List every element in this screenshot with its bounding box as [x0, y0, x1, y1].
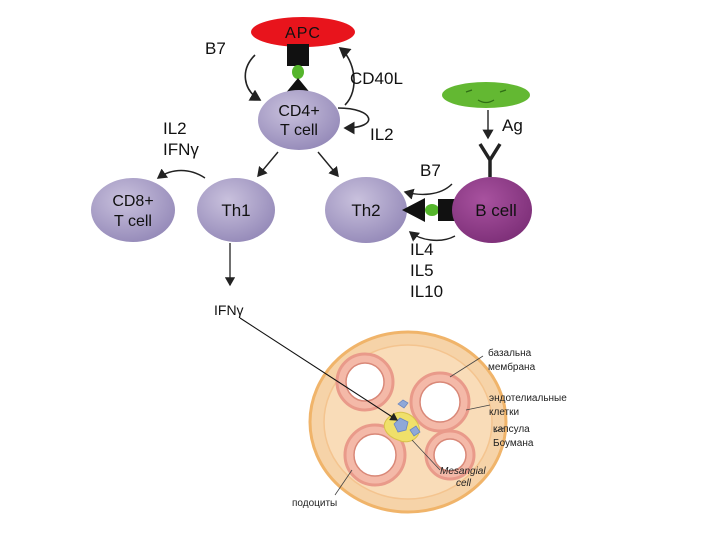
- ifng-left-label: IFNγ: [163, 140, 199, 159]
- cd40l-curve-arrow: [338, 46, 355, 106]
- mesangial-label-line1: Mesangial: [440, 466, 486, 477]
- arrow-cd4-to-th1: [257, 151, 279, 178]
- cd8-t-cell: [91, 178, 175, 242]
- il2-left-label: IL2: [163, 119, 187, 138]
- basement-label-line2: мембрана: [488, 361, 536, 373]
- th2-cell: [325, 177, 407, 243]
- b-cell: [452, 177, 532, 243]
- green-ligand-right: [425, 204, 439, 216]
- bcr-antibody: [478, 143, 502, 177]
- il5-label: IL5: [410, 261, 434, 280]
- th1-cell: [197, 178, 275, 242]
- th1-label: Th1: [221, 201, 250, 220]
- cd4-t-cell: [258, 90, 340, 150]
- b7-top-label: B7: [205, 39, 226, 58]
- apc-label: APC: [285, 25, 321, 42]
- th2-label: Th2: [351, 201, 380, 220]
- capsule-label-line2: Боумана: [493, 438, 534, 449]
- ag-label: Ag: [502, 116, 523, 135]
- ifng-bottom-label: IFNγ: [214, 302, 244, 318]
- capsule-label-line1: капсула: [493, 424, 530, 435]
- b-to-th2-arrow: [408, 231, 456, 242]
- cd40l-label: CD40L: [350, 69, 403, 88]
- cd4-label-line1: CD4+: [278, 103, 319, 120]
- antigen-face: [465, 89, 507, 104]
- podocytes-label: подоциты: [292, 498, 337, 509]
- th2-receptor-cone: [402, 198, 425, 222]
- il2-loop-arrow: [337, 107, 370, 135]
- il4-label: IL4: [410, 240, 434, 259]
- glomerulus-illustration: [303, 330, 566, 514]
- mesangial-label-line2: cell: [456, 478, 472, 489]
- il2-right-label: IL2: [370, 125, 394, 144]
- cd4-label-line2: T cell: [280, 122, 318, 139]
- b7-right-label: B7: [420, 161, 441, 180]
- endo-label-line1: эндотелиальные: [489, 393, 567, 404]
- il10-label: IL10: [410, 282, 443, 301]
- antigen: [442, 82, 530, 108]
- apc-receptor: [287, 44, 309, 66]
- green-ligand-top: [292, 65, 304, 79]
- arrow-cd4-to-th2: [317, 151, 339, 178]
- apc-cell: [251, 17, 355, 47]
- ifng-to-mesangium-arrow: [239, 317, 398, 421]
- basement-label-line1: базальна: [488, 347, 532, 359]
- arrow-th1-to-cd8: [156, 168, 206, 179]
- mesangial-cells: [393, 399, 421, 437]
- endo-label-line2: клетки: [489, 407, 519, 418]
- cd8-label-line1: CD8+: [112, 193, 153, 210]
- b7-curve-arrow: [244, 54, 262, 101]
- bcell-label: B cell: [475, 201, 517, 220]
- cd8-label-line2: T cell: [114, 213, 152, 230]
- b7-right-arrow: [403, 183, 453, 200]
